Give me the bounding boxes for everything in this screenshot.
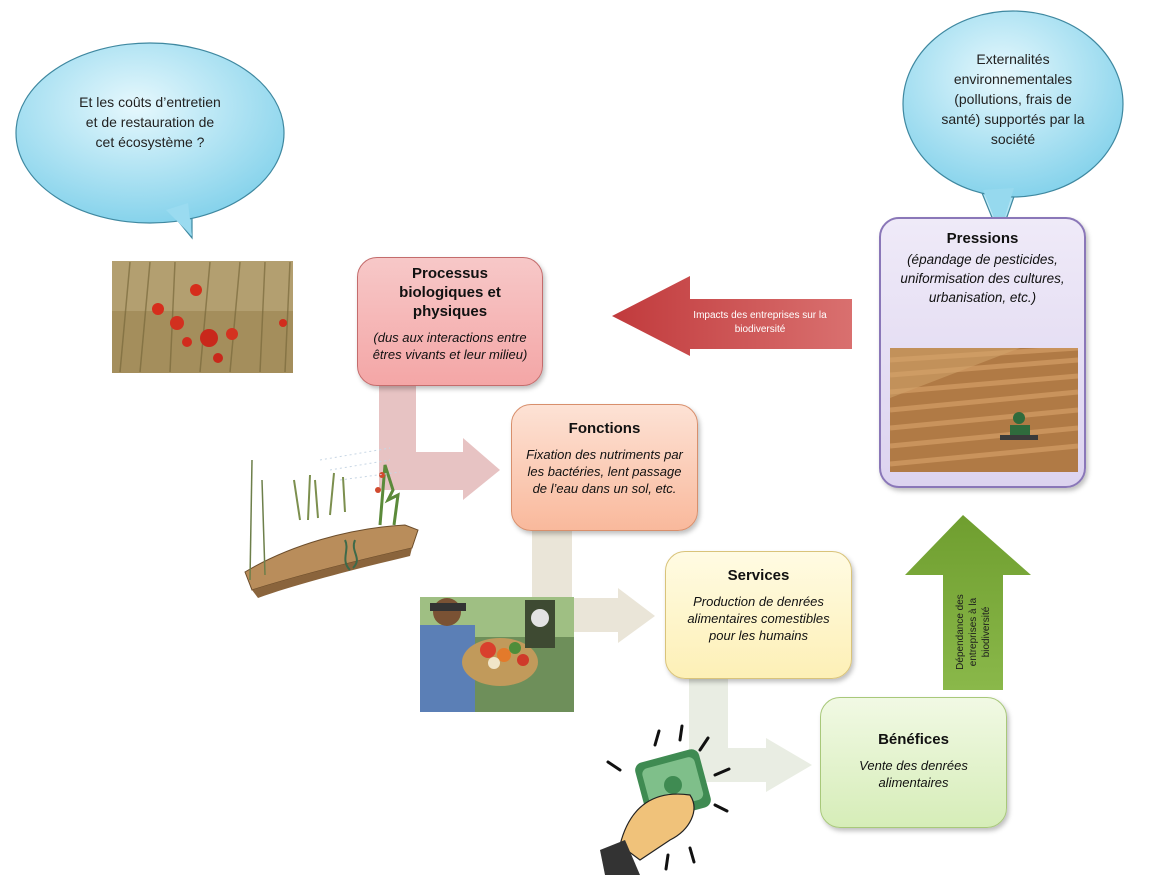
processus-to-fonctions-connector — [379, 383, 500, 500]
hand-money-clipart — [600, 724, 731, 875]
fonctions-description: Fixation des nutriments par les bactérie… — [526, 447, 683, 496]
dependance-arrow: Dépendance des entreprises à la biodiver… — [905, 515, 1031, 690]
right-bubble-text: Externalités environnementales (pollutio… — [941, 51, 1085, 147]
pressions-description: (épandage de pesticides, uniformisation … — [900, 252, 1065, 305]
dependance-arrow-label-line1: Dépendance des — [955, 594, 966, 670]
poppy-field-photo — [112, 261, 293, 373]
impacts-arrow-label-line1: Impacts des entreprises sur la — [693, 310, 827, 321]
pressions-title: Pressions — [946, 230, 1019, 247]
benefices-title: Bénéfices — [878, 731, 949, 748]
benefices-box: Bénéfices Vente des denrées alimentaires — [820, 697, 1007, 828]
impacts-arrow: Impacts des entreprises sur la biodivers… — [612, 276, 852, 356]
dependance-arrow-label-line2: entreprises à la — [968, 597, 979, 666]
right-speech-bubble — [902, 10, 1124, 239]
soil-cross-section-illustration — [244, 447, 419, 598]
processus-title: Processus biologiques et physiques — [399, 265, 501, 320]
left-speech-bubble — [15, 42, 285, 240]
processus-box: Processus biologiques et physiques (dus … — [357, 257, 543, 386]
fonctions-title: Fonctions — [568, 420, 641, 437]
farmer-basket-photo — [420, 597, 574, 712]
impacts-arrow-label-line2: biodiversité — [735, 324, 786, 335]
processus-description: (dus aux interactions entre êtres vivant… — [372, 330, 528, 362]
services-to-benefices-connector — [689, 673, 812, 792]
left-bubble-text: Et les coûts d’entretien et de restaurat… — [79, 94, 221, 150]
benefices-description: Vente des denrées alimentaires — [859, 758, 968, 790]
aerial-field-photo-overlay — [890, 348, 1078, 472]
services-box: Services Production de denrées alimentai… — [665, 551, 852, 679]
dependance-arrow-label-line3: biodiversité — [981, 606, 992, 657]
fonctions-box: Fonctions Fixation des nutriments par le… — [511, 404, 698, 531]
services-title: Services — [727, 567, 790, 584]
services-description: Production de denrées alimentaires comes… — [687, 594, 830, 643]
